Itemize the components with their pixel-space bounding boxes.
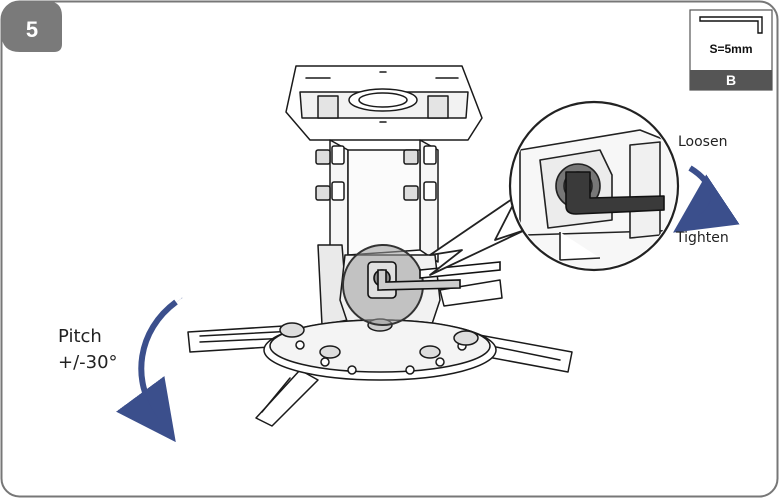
- projector-mount: [187, 65, 573, 427]
- pitch-label: Pitch: [58, 326, 102, 347]
- step-number: 5: [25, 17, 39, 42]
- step-badge: [1, 1, 62, 52]
- hex-key-small: [367, 261, 501, 299]
- detail-zoom-view: [508, 100, 680, 272]
- pitch-range: +/-30°: [58, 352, 118, 373]
- rotate-direction-arrow: [673, 165, 740, 233]
- tool-id-label: B: [725, 72, 737, 88]
- tool-id-tab: [690, 70, 772, 90]
- hex-key-icon: [699, 16, 763, 34]
- tool-size-label: S=5mm: [709, 42, 753, 56]
- pitch-arrow: [116, 299, 178, 443]
- tool-box: [689, 9, 773, 91]
- tighten-label: Tighten: [676, 230, 729, 246]
- loosen-label: Loosen: [678, 134, 728, 150]
